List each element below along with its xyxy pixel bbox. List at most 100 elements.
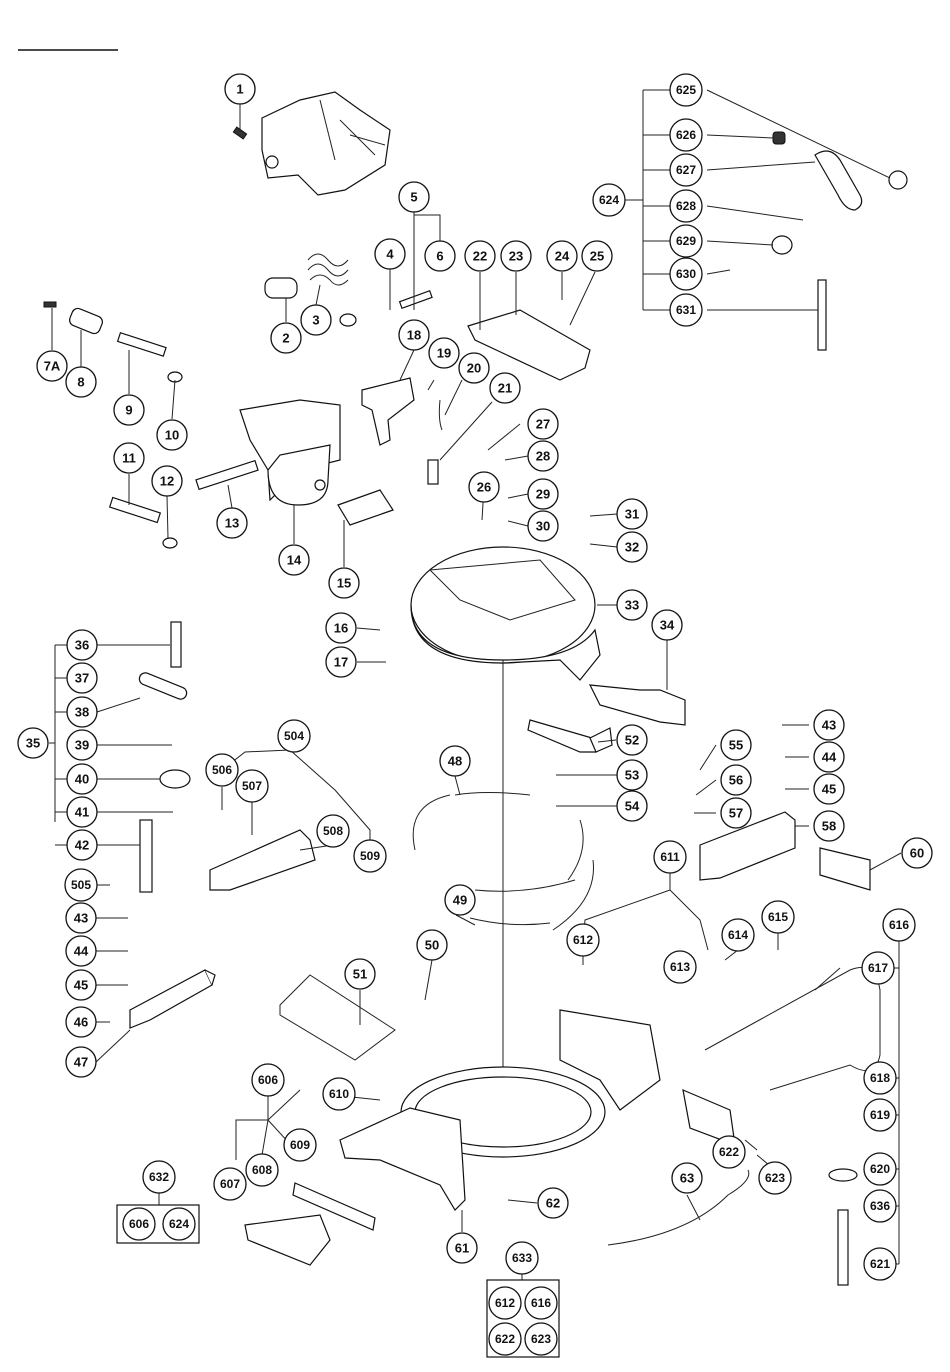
callout-611: 611 bbox=[653, 840, 687, 874]
callout-40: 40 bbox=[66, 763, 98, 795]
callout-19-circle bbox=[428, 337, 460, 369]
callout-34-label: 34 bbox=[660, 618, 675, 633]
callout-29-label: 29 bbox=[536, 487, 550, 502]
kit-632-box bbox=[116, 1204, 200, 1244]
callout-628: 628 bbox=[669, 189, 703, 223]
callout-622-circle bbox=[712, 1135, 746, 1169]
kit-633-box bbox=[486, 1279, 560, 1358]
callout-57-circle bbox=[720, 797, 752, 829]
callout-508-circle bbox=[316, 814, 350, 848]
callout-6: 6 bbox=[424, 240, 456, 272]
kit-633-item-616-label: 616 bbox=[531, 1296, 551, 1310]
callout-54-label: 54 bbox=[625, 799, 640, 814]
part-drawings bbox=[43, 91, 908, 1286]
callout-621: 621 bbox=[863, 1247, 897, 1281]
callout-30-circle bbox=[527, 510, 559, 542]
callout-43a-label: 43 bbox=[74, 911, 88, 926]
callout-58-label: 58 bbox=[822, 819, 836, 834]
callout-623-label: 623 bbox=[765, 1171, 785, 1185]
callout-609-label: 609 bbox=[290, 1138, 310, 1152]
callout-27: 27 bbox=[527, 408, 559, 440]
callout-25: 25 bbox=[581, 240, 613, 272]
callout-14: 14 bbox=[278, 544, 310, 576]
callout-15-circle bbox=[328, 567, 360, 599]
kit-633-item-616: 616 bbox=[524, 1286, 558, 1320]
callout-25-label: 25 bbox=[590, 249, 604, 264]
callout-57-label: 57 bbox=[729, 806, 743, 821]
callout-13: 13 bbox=[216, 507, 248, 539]
callout-504-label: 504 bbox=[284, 729, 304, 743]
kit-633-item-623: 623 bbox=[524, 1322, 558, 1356]
callout-610: 610 bbox=[322, 1077, 356, 1111]
callout-629-label: 629 bbox=[676, 234, 696, 248]
callout-38-circle bbox=[66, 696, 98, 728]
callout-35-label: 35 bbox=[26, 736, 40, 751]
callout-48-label: 48 bbox=[448, 754, 462, 769]
callout-44a-label: 44 bbox=[74, 944, 89, 959]
callout-2: 2 bbox=[270, 322, 302, 354]
kit-632-item-624-label: 624 bbox=[169, 1217, 189, 1231]
callout-48: 48 bbox=[439, 745, 471, 777]
callout-21-circle bbox=[489, 372, 521, 404]
kit-632-item-606: 606 bbox=[122, 1207, 156, 1241]
callout-36-label: 36 bbox=[75, 638, 89, 653]
callout-45a: 45 bbox=[65, 969, 97, 1001]
callout-61-circle bbox=[446, 1232, 478, 1264]
callout-611-label: 611 bbox=[660, 850, 680, 864]
callout-626-label: 626 bbox=[676, 128, 696, 142]
callout-43a-circle bbox=[65, 902, 97, 934]
callout-9-label: 9 bbox=[125, 403, 132, 418]
callout-26: 26 bbox=[468, 471, 500, 503]
callout-54-circle bbox=[616, 790, 648, 822]
callout-19-label: 19 bbox=[437, 346, 451, 361]
callout-25-circle bbox=[581, 240, 613, 272]
callout-44b: 44 bbox=[813, 741, 845, 773]
callout-625-circle bbox=[669, 73, 703, 107]
callout-20-circle bbox=[458, 352, 490, 384]
callout-32-label: 32 bbox=[625, 540, 639, 555]
callout-8-label: 8 bbox=[77, 375, 84, 390]
callout-5-label: 5 bbox=[410, 190, 417, 205]
callout-43b: 43 bbox=[813, 709, 845, 741]
callout-20-label: 20 bbox=[467, 361, 481, 376]
callout-4-label: 4 bbox=[386, 247, 394, 262]
kit-633-item-616-circle bbox=[524, 1286, 558, 1320]
callout-28: 28 bbox=[527, 440, 559, 472]
callout-18-circle bbox=[398, 319, 430, 351]
callout-22-circle bbox=[464, 240, 496, 272]
callout-45b: 45 bbox=[813, 773, 845, 805]
callout-4-circle bbox=[374, 238, 406, 270]
callout-505: 505 bbox=[64, 868, 98, 902]
callout-41-circle bbox=[66, 796, 98, 828]
callout-614-label: 614 bbox=[728, 928, 748, 942]
callout-52: 52 bbox=[616, 724, 648, 756]
callout-55: 55 bbox=[720, 729, 752, 761]
callout-621-label: 621 bbox=[870, 1257, 890, 1271]
callout-38: 38 bbox=[66, 696, 98, 728]
callout-37-label: 37 bbox=[75, 671, 89, 686]
callout-610-label: 610 bbox=[329, 1087, 349, 1101]
callout-620: 620 bbox=[863, 1152, 897, 1186]
callout-41: 41 bbox=[66, 796, 98, 828]
callout-39: 39 bbox=[66, 729, 98, 761]
callout-34-circle bbox=[651, 609, 683, 641]
callout-5: 5 bbox=[398, 181, 430, 213]
kit-633-item-612-label: 612 bbox=[495, 1296, 515, 1310]
callout-15: 15 bbox=[328, 567, 360, 599]
callout-508: 508 bbox=[316, 814, 350, 848]
callout-617-circle bbox=[861, 951, 895, 985]
callout-45b-label: 45 bbox=[822, 782, 836, 797]
callout-43a: 43 bbox=[65, 902, 97, 934]
callout-12-label: 12 bbox=[160, 474, 174, 489]
callout-633: 633 bbox=[505, 1241, 539, 1275]
callout-616-circle bbox=[882, 908, 916, 942]
callout-53: 53 bbox=[616, 759, 648, 791]
callout-53-label: 53 bbox=[625, 768, 639, 783]
callout-607: 607 bbox=[213, 1167, 247, 1201]
callout-625-label: 625 bbox=[676, 83, 696, 97]
callout-37: 37 bbox=[66, 662, 98, 694]
callout-636-circle bbox=[863, 1189, 897, 1223]
callout-633-circle bbox=[505, 1241, 539, 1275]
callout-606-label: 606 bbox=[258, 1073, 278, 1087]
